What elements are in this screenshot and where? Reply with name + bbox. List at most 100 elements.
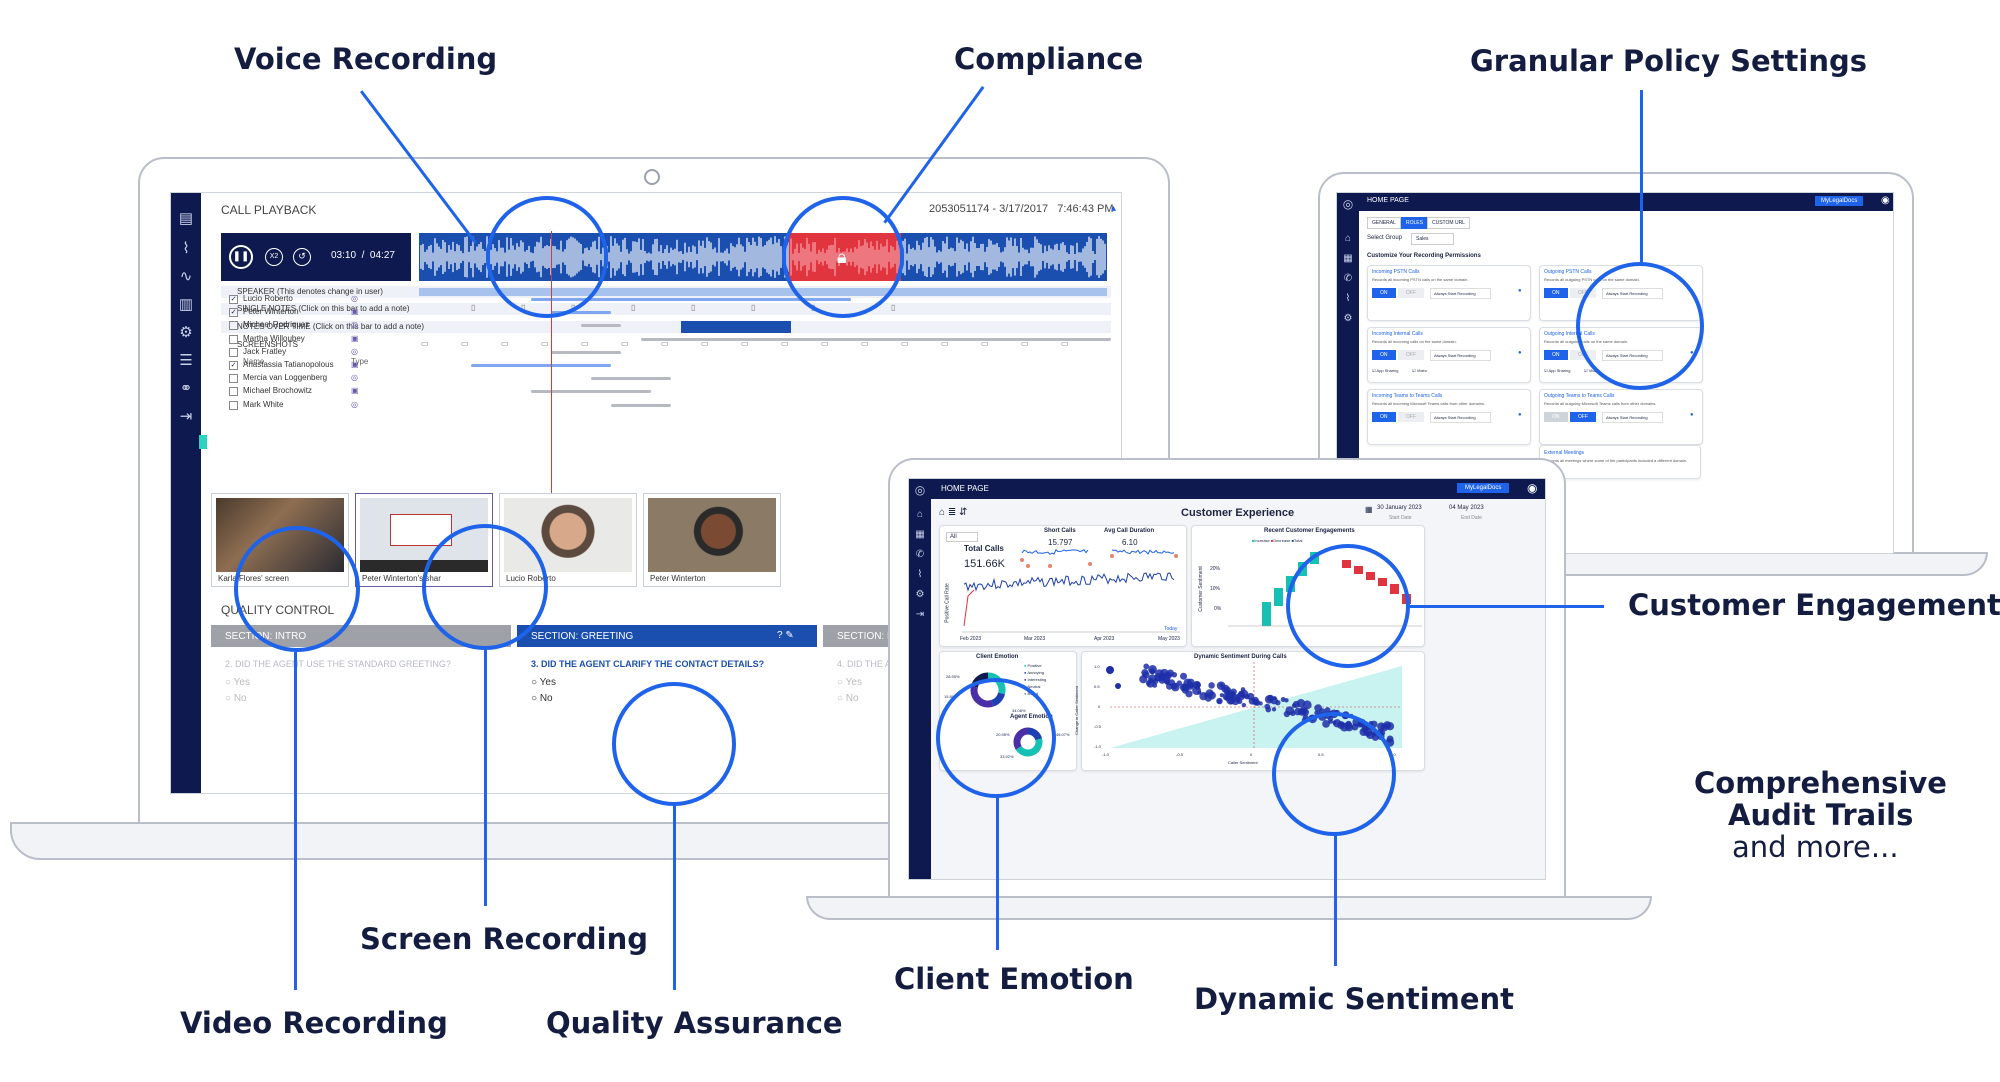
participant-row[interactable]: ✓Peter Winterton▣: [171, 307, 1121, 319]
qc-yes-4[interactable]: ○ Yes: [837, 677, 862, 688]
gear-icon[interactable]: ⚙: [179, 324, 193, 341]
user-button[interactable]: MyLegalDocs: [1815, 196, 1864, 206]
phone-icon[interactable]: ✆: [915, 549, 925, 560]
screenshot-icon[interactable]: ▭: [541, 339, 549, 348]
note-icon[interactable]: ▯: [891, 303, 896, 312]
account-icon[interactable]: ◉: [1881, 195, 1890, 206]
qc-yes-2[interactable]: ○ Yes: [225, 677, 250, 688]
participant-checkbox[interactable]: ✓: [229, 308, 238, 318]
help-icon[interactable]: ? ✎: [777, 630, 794, 641]
participant-checkbox[interactable]: [229, 334, 238, 344]
participant-checkbox[interactable]: [229, 347, 238, 357]
participant-row[interactable]: Michael Brochowitz▣: [171, 386, 1121, 398]
note-icon[interactable]: ▯: [751, 303, 756, 312]
toggle-on[interactable]: ON: [1372, 412, 1396, 422]
pulse-icon[interactable]: ∿: [179, 268, 193, 285]
chart-icon[interactable]: ⌇: [182, 240, 190, 257]
list-icon[interactable]: ▤: [178, 210, 194, 227]
gear-icon[interactable]: ⚙: [1343, 313, 1353, 324]
chart-icon[interactable]: ⌇: [917, 569, 923, 580]
screenshot-icon[interactable]: ▭: [781, 339, 789, 348]
screenshot-icon[interactable]: ▭: [821, 339, 829, 348]
participant-checkbox[interactable]: [229, 387, 238, 397]
participant-row[interactable]: Martha Willoubey▣: [171, 334, 1121, 346]
toggle-on[interactable]: ON: [1544, 350, 1568, 360]
qc-yes-3[interactable]: ○ Yes: [531, 677, 556, 688]
screenshot-icon[interactable]: ▭: [861, 339, 869, 348]
filter-select[interactable]: All: [946, 532, 978, 542]
screenshots-row[interactable]: SCREENSHOTS: [221, 339, 1111, 351]
screenshot-icon[interactable]: ▭: [581, 339, 589, 348]
account-icon[interactable]: ◉: [1527, 481, 1538, 495]
note-icon[interactable]: ▯: [631, 303, 636, 312]
handshake-icon[interactable]: ⚭: [179, 380, 193, 397]
toggle-off[interactable]: OFF: [1398, 412, 1424, 422]
participant-row[interactable]: Mark White◎: [171, 400, 1121, 412]
logout-icon[interactable]: ⇥: [915, 609, 925, 620]
collapse-icon[interactable]: ▴: [1111, 203, 1117, 214]
participant-checkbox[interactable]: [229, 400, 238, 410]
toggle-off[interactable]: OFF: [1570, 288, 1596, 298]
participant-checkbox[interactable]: ✓: [229, 295, 238, 304]
sliders-icon[interactable]: ☰: [179, 352, 193, 369]
note-icon[interactable]: ▯: [691, 303, 696, 312]
participant-row[interactable]: Jack Fratley◎: [171, 347, 1121, 359]
participant-checkbox[interactable]: [229, 321, 238, 331]
mode-select[interactable]: Always Start Recording: [1602, 412, 1663, 423]
rewind-button[interactable]: ↺: [293, 248, 311, 266]
participant-row[interactable]: Michael Rodriquez◎: [171, 320, 1121, 332]
video-check[interactable]: ☑ Video: [1412, 368, 1427, 373]
screenshot-icon[interactable]: ▭: [1061, 339, 1069, 348]
home-icon[interactable]: ⌂: [916, 509, 924, 520]
toggle-off[interactable]: OFF: [1398, 350, 1424, 360]
chart-icon[interactable]: ⌇: [1345, 293, 1351, 304]
screenshot-icon[interactable]: ▭: [421, 339, 429, 348]
phone-icon[interactable]: ✆: [1343, 273, 1353, 284]
qc-no-3[interactable]: ○ No: [531, 693, 553, 704]
note-span[interactable]: [681, 321, 791, 333]
expand-tab[interactable]: [199, 435, 207, 449]
calendar-icon[interactable]: ▦: [1365, 505, 1373, 514]
info-icon[interactable]: ●: [1518, 288, 1522, 294]
home-icon[interactable]: ⌂: [1344, 233, 1352, 244]
qc-no-4[interactable]: ○ No: [837, 693, 859, 704]
participant-checkbox[interactable]: ✓: [229, 361, 238, 370]
pause-button[interactable]: ❚❚: [229, 245, 253, 269]
clipboard-icon[interactable]: ▥: [178, 296, 194, 313]
mode-select[interactable]: Always Start Recording: [1430, 288, 1491, 299]
toggle-on[interactable]: ON: [1372, 350, 1396, 360]
info-icon[interactable]: ●: [1690, 412, 1694, 418]
qc-section-greeting[interactable]: SECTION: GREETING ? ✎: [517, 625, 817, 647]
tab-custom-url[interactable]: CUSTOM URL: [1427, 217, 1470, 229]
toggle-on[interactable]: ON: [1372, 288, 1396, 298]
logout-icon[interactable]: ⇥: [179, 408, 193, 425]
video-thumb-peter[interactable]: Peter Winterton: [643, 493, 781, 587]
notes-over-time-row[interactable]: NOTES OVER TIME (Click on this bar to ad…: [221, 321, 1111, 333]
screenshot-icon[interactable]: ▭: [701, 339, 709, 348]
screenshot-icon[interactable]: ▭: [501, 339, 509, 348]
user-button[interactable]: MyLegalDocs: [1457, 483, 1510, 493]
home-tool-icon[interactable]: ⌂ ≣ ⇵: [939, 507, 968, 518]
participant-row[interactable]: Mercia van Loggenberg◎: [171, 373, 1121, 385]
mode-select[interactable]: Always Start Recording: [1430, 350, 1491, 361]
tab-general[interactable]: GENERAL: [1367, 217, 1401, 229]
playhead[interactable]: [551, 231, 552, 521]
participant-row[interactable]: ✓Anastassia Tatianopolous▣: [171, 360, 1121, 372]
grid-icon[interactable]: ▦: [1343, 253, 1353, 264]
speed-button[interactable]: X2: [265, 248, 283, 266]
gear-icon[interactable]: ⚙: [915, 589, 925, 600]
select-group-dropdown[interactable]: Sales: [1411, 233, 1454, 245]
screenshot-icon[interactable]: ▭: [661, 339, 669, 348]
single-notes-row[interactable]: SINGLE NOTES (Click on this bar to add a…: [221, 303, 1111, 315]
end-date[interactable]: 04 May 2023: [1449, 505, 1484, 511]
participant-checkbox[interactable]: [229, 374, 238, 384]
screenshot-icon[interactable]: ▭: [621, 339, 629, 348]
screenshot-icon[interactable]: ▭: [901, 339, 909, 348]
toggle-on[interactable]: ON: [1544, 288, 1568, 298]
screenshot-icon[interactable]: ▭: [941, 339, 949, 348]
screenshot-icon[interactable]: ▭: [741, 339, 749, 348]
qc-no-2[interactable]: ○ No: [225, 693, 247, 704]
screenshot-icon[interactable]: ▭: [981, 339, 989, 348]
info-icon[interactable]: ●: [1518, 412, 1522, 418]
participant-row[interactable]: ✓Lucio Roberto◎: [171, 294, 1121, 306]
